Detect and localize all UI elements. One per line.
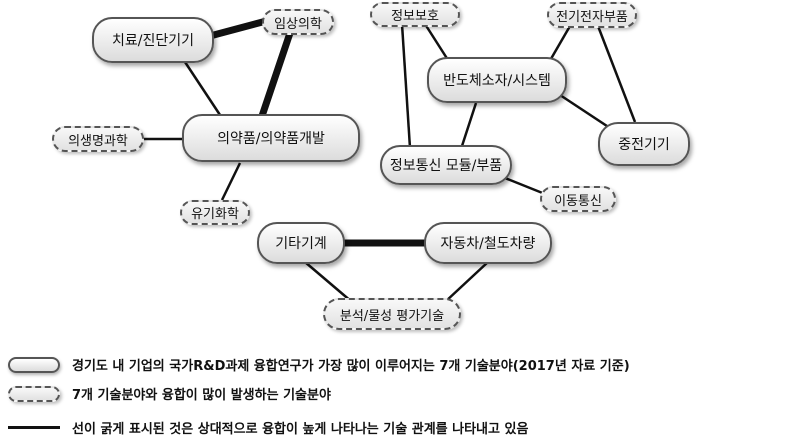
node-bunseok-mulseong: 분석/물성 평가기술 bbox=[323, 298, 461, 330]
legend-minor: 7개 기술분야와 융합이 많이 발생하는 기술분야 bbox=[8, 384, 331, 403]
node-idong-tongsin: 이동통신 bbox=[540, 186, 616, 212]
edge-boho-bandoche bbox=[423, 23, 450, 61]
edge-jadongcha-bunseok bbox=[444, 261, 489, 303]
legend-major-text: 경기도 내 기업의 국가R&D과제 융합연구가 가장 많이 이루어지는 7개 기… bbox=[72, 359, 630, 374]
node-gita-gigye: 기타기계 bbox=[257, 222, 345, 264]
node-bandoche-soja-system: 반도체소자/시스템 bbox=[427, 57, 567, 103]
edge-tongsin-idong bbox=[504, 176, 546, 196]
legend-line-text: 선이 굵게 표시된 것은 상대적으로 융합이 높게 나타나는 기술 관계를 나타… bbox=[72, 422, 529, 437]
edge-jeongi-jeungjeon bbox=[596, 25, 637, 123]
edge-uiyak-yugi bbox=[220, 162, 242, 201]
legend-major: 경기도 내 기업의 국가R&D과제 융합연구가 가장 많이 이루어지는 7개 기… bbox=[8, 355, 630, 374]
node-jeongbo-tongsin-modul: 정보통신 모듈/부품 bbox=[380, 145, 512, 185]
node-uisaeng-myeong-gwahak: 의생명과학 bbox=[52, 126, 144, 152]
edge-chiryo-uiyak bbox=[183, 61, 224, 119]
node-imsang-uihak: 임상의학 bbox=[262, 9, 334, 35]
legend-major-swatch bbox=[8, 356, 60, 373]
node-uiyakpum-gaebal: 의약품/의약품개발 bbox=[182, 114, 360, 162]
node-jeongbo-boho: 정보보호 bbox=[370, 2, 460, 27]
legend-minor-swatch bbox=[8, 385, 60, 402]
node-yugi-hwahak: 유기화학 bbox=[180, 200, 250, 225]
node-jeungjeon-gigi: 중전기기 bbox=[598, 122, 690, 166]
legend-minor-text: 7개 기술분야와 융합이 많이 발생하는 기술분야 bbox=[72, 388, 331, 403]
node-jadongcha-cheoldo: 자동차/철도차량 bbox=[424, 222, 552, 264]
edge-bandoche-jeungjeon bbox=[559, 93, 611, 130]
edge-bandoche-tongsin bbox=[460, 102, 478, 147]
node-jeongi-jeonja-bupum: 전기전자부품 bbox=[547, 2, 637, 28]
node-chiryo-jindan-gigi: 치료/진단기기 bbox=[92, 17, 214, 63]
edge-boho-tongsin bbox=[400, 23, 412, 149]
edge-imsang-uiyak-strong bbox=[258, 31, 294, 118]
legend-line-sample bbox=[8, 426, 60, 429]
legend-line: 선이 굵게 표시된 것은 상대적으로 융합이 높게 나타나는 기술 관계를 나타… bbox=[8, 418, 528, 437]
edge-gita-bunseok bbox=[304, 261, 353, 303]
